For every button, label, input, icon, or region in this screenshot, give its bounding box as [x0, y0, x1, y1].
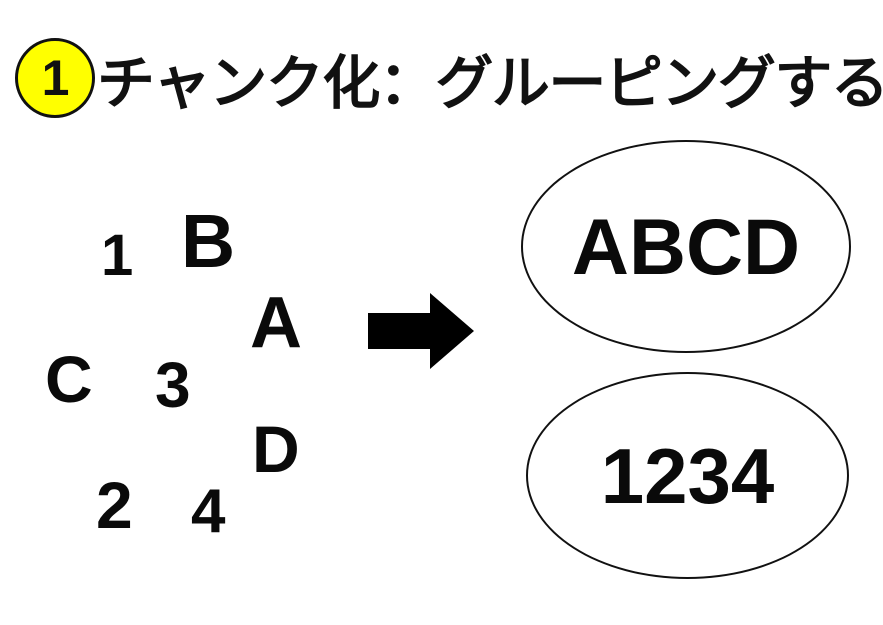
chunk-ellipse-letters: ABCD	[521, 140, 851, 353]
step-number-badge: 1	[15, 38, 95, 118]
scattered-char-b: B	[181, 199, 236, 283]
scattered-char-a: A	[250, 283, 302, 363]
scattered-char-4: 4	[191, 477, 226, 546]
scattered-char-d: D	[252, 412, 300, 486]
scattered-char-3: 3	[155, 349, 191, 421]
chunk-label-letters: ABCD	[571, 202, 801, 291]
right-arrow-icon	[366, 291, 476, 371]
scattered-char-2: 2	[96, 468, 133, 542]
chunk-ellipse-numbers: 1234	[526, 372, 849, 579]
scattered-char-c: C	[45, 342, 93, 416]
slide-header: 1 チャンク化：グルーピングする	[0, 0, 883, 135]
chunk-label-numbers: 1234	[600, 431, 775, 520]
page-title: チャンク化：グルーピングする	[97, 51, 883, 116]
step-number-label: 1	[41, 50, 70, 106]
scattered-char-1: 1	[101, 223, 134, 288]
